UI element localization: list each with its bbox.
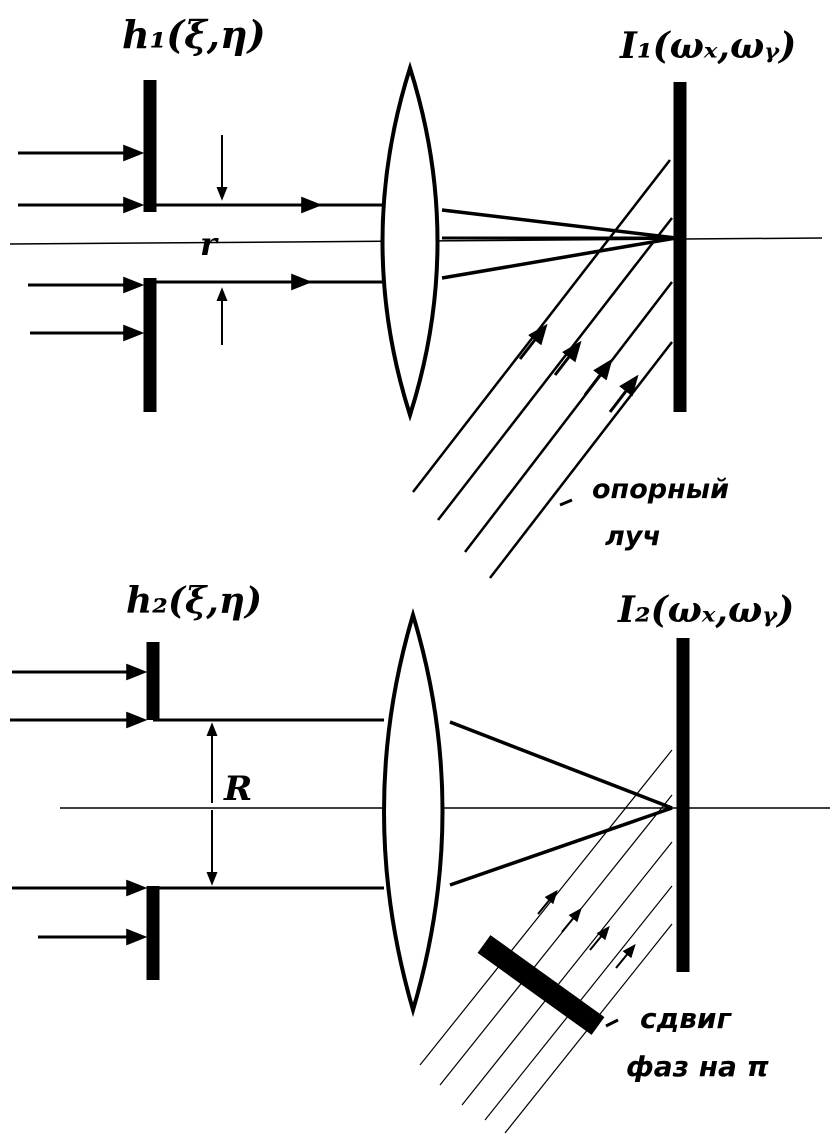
reference-label-line-1: опорный [592, 474, 729, 505]
top-output-label: I₁(ωₓ,ωᵧ) [619, 25, 796, 67]
top-converging-ray-1 [441, 208, 677, 240]
reference-ray-arrow [553, 340, 582, 376]
phase-label-tick [605, 1018, 619, 1028]
phase-label-line-1: сдвиг [640, 1002, 733, 1035]
reference-ray [489, 341, 673, 579]
reference-ray [439, 794, 673, 1086]
bottom-converging-ray-2 [449, 806, 673, 887]
phase-label-line-2: фаз на π [626, 1050, 770, 1083]
reference-ray-arrow [561, 907, 582, 933]
bottom-input-label: h₂(ξ,η) [126, 580, 262, 622]
reference-ray-arrow [583, 358, 613, 396]
reference-ray-arrow [608, 374, 639, 413]
reference-ray [419, 749, 673, 1066]
reference-ray [461, 841, 673, 1106]
top-converging-ray-3 [441, 236, 677, 280]
reference-ray-arrow [589, 925, 610, 951]
bottom-output-label: I₂(ωₓ,ωᵧ) [617, 589, 794, 631]
top-setup: h₁(ξ,η) I₁(ωₓ,ωᵧ) r [9, 12, 823, 579]
bottom-converging-ray-1 [449, 720, 673, 810]
reference-ray [437, 217, 673, 521]
bottom-gap-label: R [223, 769, 252, 809]
bottom-setup: h₂(ξ,η) I₂(ωₓ,ωᵧ) R [10, 580, 830, 1134]
reference-ray [464, 281, 673, 553]
top-lens [380, 61, 440, 422]
reference-ray-arrow [537, 889, 558, 915]
bottom-lens [382, 608, 445, 1018]
reference-label-tick [559, 498, 573, 507]
top-reference-beam [412, 159, 673, 579]
reference-ray-arrow [518, 323, 548, 360]
top-input-label: h₁(ξ,η) [122, 12, 266, 57]
reference-ray-arrow [615, 943, 636, 969]
phase-plate [477, 935, 605, 1035]
top-gap-label: r [200, 225, 219, 263]
reference-label-line-2: луч [605, 521, 661, 552]
